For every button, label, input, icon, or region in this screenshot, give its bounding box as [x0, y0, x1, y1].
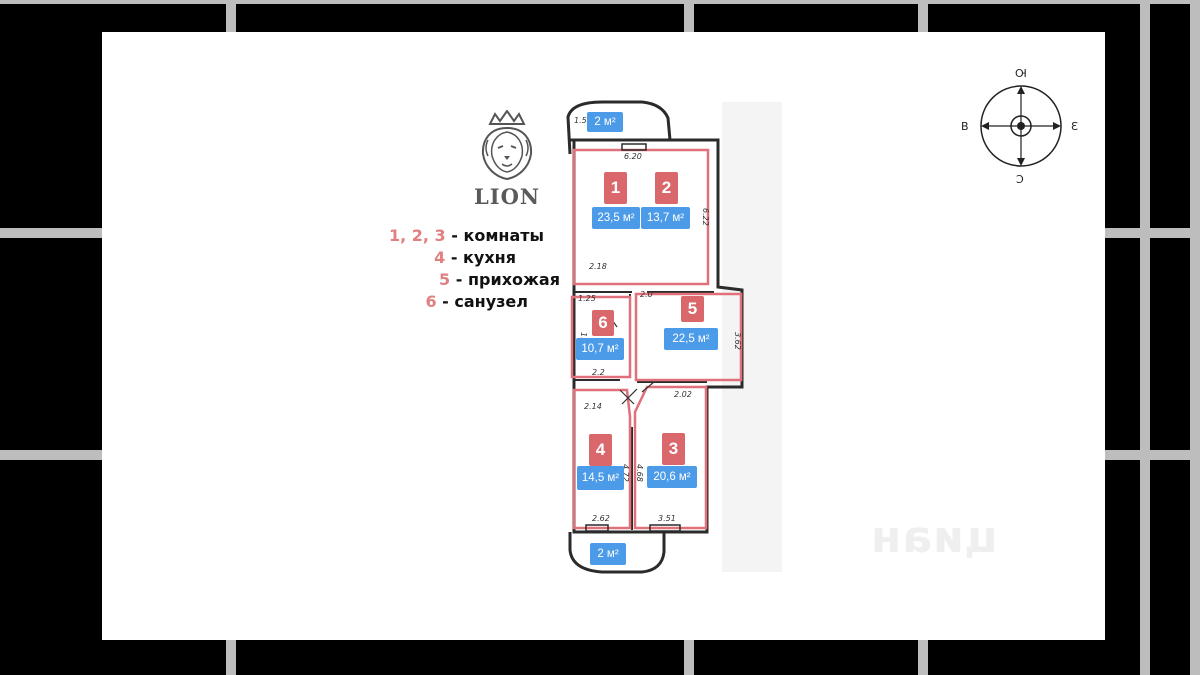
tile-divider — [0, 0, 1200, 4]
room-number-badge: 5 — [681, 296, 704, 322]
room-outlines — [570, 148, 743, 530]
dimension-label: 3.51 — [658, 514, 676, 523]
room-area-badge: 10,7 м² — [576, 338, 624, 360]
legend-label: - санузел — [442, 292, 528, 311]
legend-numbers: 5 — [439, 270, 451, 289]
dimension-label: 2.62 — [592, 514, 610, 523]
bottom-balcony-wall — [568, 532, 666, 574]
room-6-outline — [570, 295, 632, 379]
tile-divider — [1140, 0, 1150, 675]
legend-label: - комнаты — [451, 226, 544, 245]
legend-numbers: 6 — [425, 292, 437, 311]
legend-label: - прихожая — [455, 270, 560, 289]
dimension-label: 1.5 — [574, 116, 587, 125]
dimension-label: 1.25 — [578, 294, 596, 303]
logo-text: LION — [474, 184, 541, 209]
dimension-label: 6.20 — [624, 152, 642, 161]
floor-plan-drawing — [566, 100, 782, 574]
compass-north-label: Ю — [1015, 66, 1027, 79]
room-area-badge: 20,6 м² — [647, 466, 697, 488]
dimension-label: 2.2 — [592, 368, 605, 377]
balcony-area-badge: 2 м² — [590, 543, 626, 565]
legend-item: 4 - кухня — [434, 248, 516, 270]
legend-label: - кухня — [450, 248, 516, 267]
room-4-outline — [572, 388, 632, 530]
compass-south-label: С — [1016, 172, 1024, 185]
balcony-area-badge: 2 м² — [587, 112, 623, 132]
dimension-label: 4.68 — [635, 464, 644, 482]
scan-shadow — [722, 102, 782, 572]
dimension-label: 2.0 — [640, 290, 653, 299]
dimension-label: 2.02 — [674, 390, 692, 399]
compass-icon — [980, 85, 1062, 167]
room-number-badge: 1 — [604, 172, 627, 204]
legend-numbers: 1, 2, 3 — [388, 226, 446, 245]
lion-emblem-icon — [481, 109, 533, 181]
top-balcony-wall — [566, 100, 672, 155]
outer-wall — [570, 138, 744, 534]
dimension-label: 3.62 — [733, 332, 742, 350]
tile-divider — [1190, 0, 1200, 675]
room-number-badge: 3 — [662, 433, 685, 465]
legend-item: 6 - санузел — [425, 292, 528, 314]
window — [649, 524, 681, 532]
room-3-outline — [633, 385, 708, 530]
room-number-badge: 2 — [655, 172, 678, 204]
interior-wall — [574, 291, 714, 530]
room-area-badge: 13,7 м² — [641, 207, 690, 229]
window — [621, 143, 647, 151]
legend-item: 1, 2, 3 - комнаты — [389, 226, 544, 248]
room-number-badge: 4 — [589, 434, 612, 466]
room-area-badge: 23,5 м² — [592, 207, 640, 229]
windows — [585, 143, 681, 532]
walls — [566, 100, 744, 574]
room-number-badge: 6 — [592, 310, 614, 336]
cian-watermark: циан — [870, 512, 998, 563]
lion-logo: LION — [474, 109, 541, 209]
room-area-badge: 22,5 м² — [664, 328, 718, 350]
dimension-label: 2.18 — [589, 262, 607, 271]
legend-numbers: 4 — [434, 248, 446, 267]
compass-east-label: З — [1071, 120, 1079, 133]
dimension-label: 6.22 — [701, 208, 710, 226]
room-area-badge: 14,5 м² — [577, 466, 624, 490]
door-mark — [619, 381, 655, 405]
floor-plan-card: LION 1, 2, 3 - комнаты 4 - кухня 5 - при… — [102, 32, 1105, 640]
legend-item: 5 - прихожая — [439, 270, 560, 292]
compass-west-label: В — [961, 120, 969, 133]
dimension-label: 2.14 — [584, 402, 602, 411]
window — [585, 524, 609, 532]
room-5-outline — [634, 292, 743, 382]
compass-rose: Ю С В З — [961, 66, 1078, 185]
